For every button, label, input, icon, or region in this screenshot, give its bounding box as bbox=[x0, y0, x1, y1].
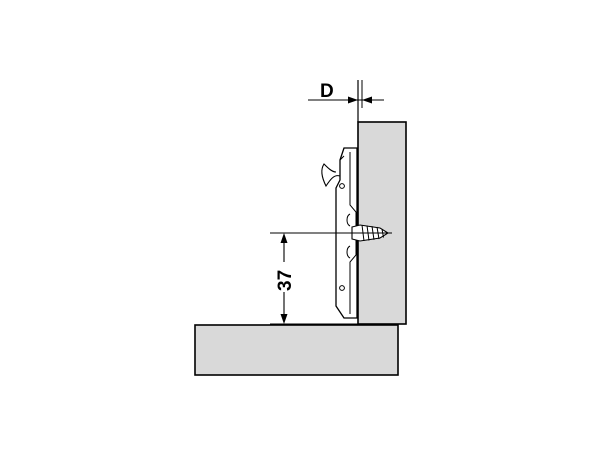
dimension-37-label-bg bbox=[274, 262, 294, 292]
dimension-d-label: D bbox=[320, 81, 334, 102]
dimension-37-arrow-top bbox=[280, 233, 288, 243]
dimension-37-arrow-bottom bbox=[280, 314, 288, 324]
dimension-d-arrow-right bbox=[362, 96, 372, 104]
bottom-panel bbox=[194, 324, 399, 376]
dimension-d-arrow-left bbox=[348, 96, 358, 104]
side-panel bbox=[357, 121, 407, 325]
dimension-37-label: 37 bbox=[275, 270, 296, 291]
